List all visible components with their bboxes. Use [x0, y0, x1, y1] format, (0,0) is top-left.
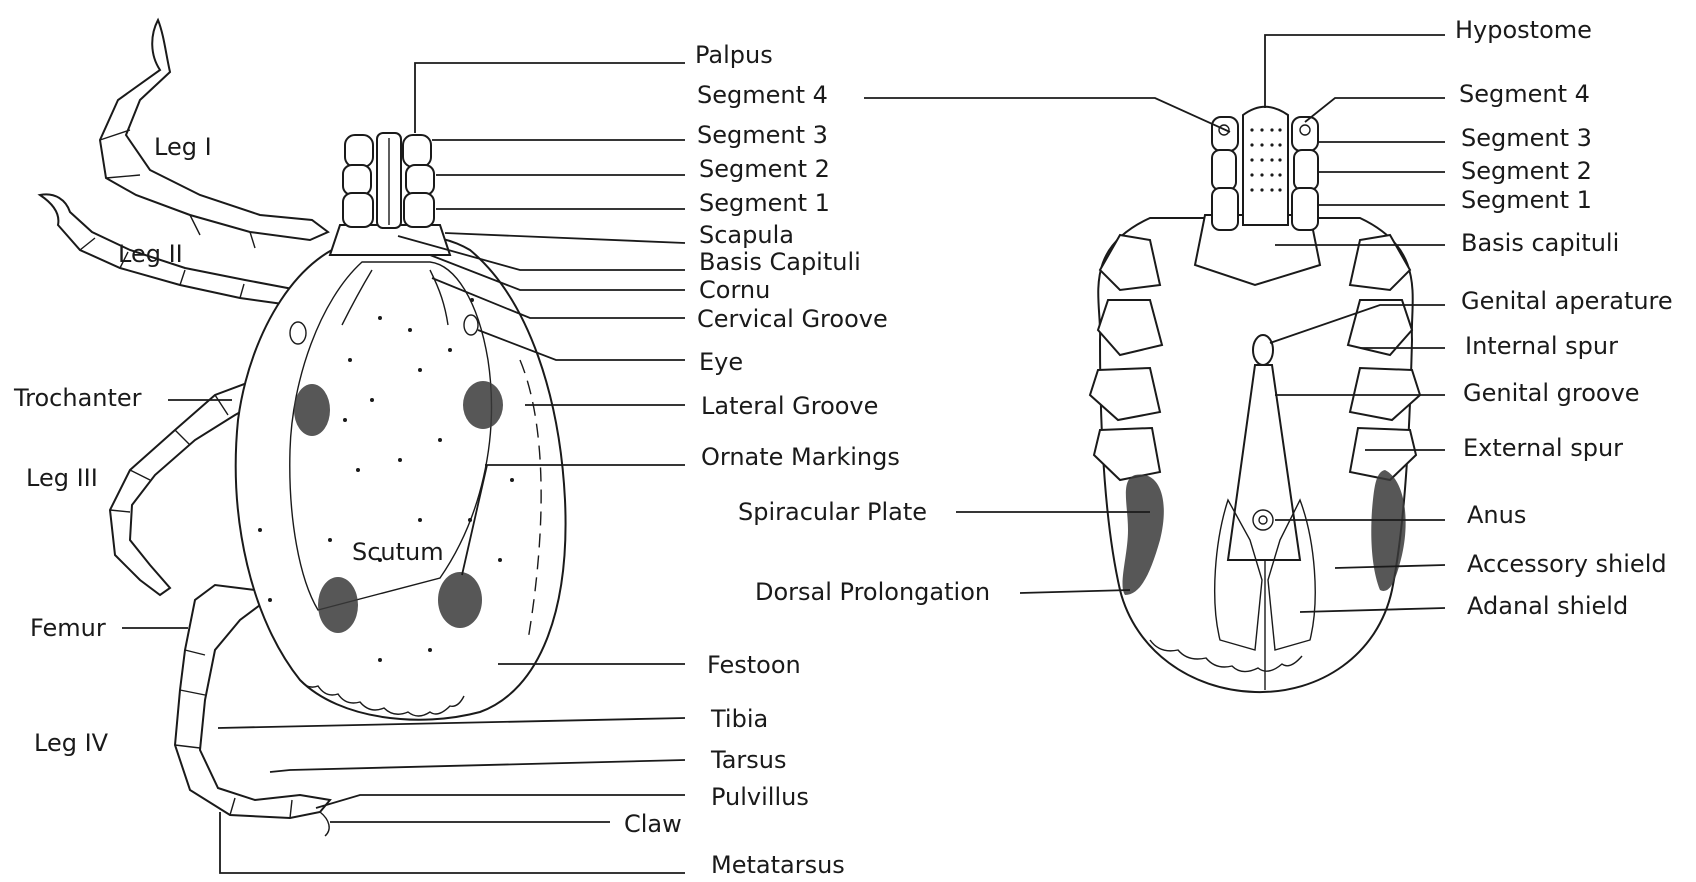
- label-v-segment-2: Segment 2: [1461, 157, 1592, 185]
- label-accessory-shield: Accessory shield: [1467, 550, 1667, 578]
- label-trochanter: Trochanter: [13, 384, 142, 412]
- dorsal-tick-drawing: [40, 20, 566, 836]
- label-palpus: Palpus: [695, 41, 773, 69]
- label-dorsal-prolongation: Dorsal Prolongation: [755, 578, 990, 606]
- dorsal-body-outline: [236, 235, 566, 720]
- label-anus: Anus: [1467, 501, 1526, 529]
- label-pulvillus: Pulvillus: [711, 783, 809, 811]
- label-genital-groove: Genital groove: [1463, 379, 1640, 407]
- label-tarsus: Tarsus: [710, 746, 786, 774]
- label-v-segment-4: Segment 4: [1459, 80, 1590, 108]
- label-eye: Eye: [699, 348, 743, 376]
- label-leg-i: Leg I: [154, 133, 212, 161]
- label-leg-iii: Leg III: [26, 464, 98, 492]
- label-lateral-groove: Lateral Groove: [701, 392, 878, 420]
- ventral-tick-drawing: [1090, 107, 1420, 692]
- label-internal-spur: Internal spur: [1465, 332, 1618, 360]
- label-festoon: Festoon: [707, 651, 801, 679]
- label-scutum: Scutum: [352, 538, 444, 566]
- label-claw: Claw: [624, 810, 682, 838]
- label-femur: Femur: [30, 614, 106, 642]
- label-v-segment-1: Segment 1: [1461, 186, 1592, 214]
- label-segment-3: Segment 3: [697, 121, 828, 149]
- label-external-spur: External spur: [1463, 434, 1623, 462]
- label-leg-iv: Leg IV: [34, 729, 109, 757]
- label-ornate-markings: Ornate Markings: [701, 443, 900, 471]
- label-hypostome: Hypostome: [1455, 16, 1592, 44]
- label-leg-ii: Leg II: [118, 240, 183, 268]
- label-basis-capituli: Basis Capituli: [699, 248, 861, 276]
- label-genital-aperature: Genital aperature: [1461, 287, 1673, 315]
- label-metatarsus: Metatarsus: [711, 851, 845, 877]
- label-segment-2: Segment 2: [699, 155, 830, 183]
- label-v-segment-3: Segment 3: [1461, 124, 1592, 152]
- label-adanal-shield: Adanal shield: [1467, 592, 1628, 620]
- label-segment-4: Segment 4: [697, 81, 828, 109]
- label-spiracular-plate: Spiracular Plate: [738, 498, 927, 526]
- label-tibia: Tibia: [710, 705, 768, 733]
- label-v-basis-capituli: Basis capituli: [1461, 229, 1619, 257]
- label-cornu: Cornu: [699, 276, 770, 304]
- dorsal-capitulum: [330, 225, 450, 255]
- label-cervical-groove: Cervical Groove: [697, 305, 888, 333]
- label-segment-1: Segment 1: [699, 189, 830, 217]
- leg-i-drawing: [100, 20, 328, 248]
- label-scapula: Scapula: [699, 221, 794, 249]
